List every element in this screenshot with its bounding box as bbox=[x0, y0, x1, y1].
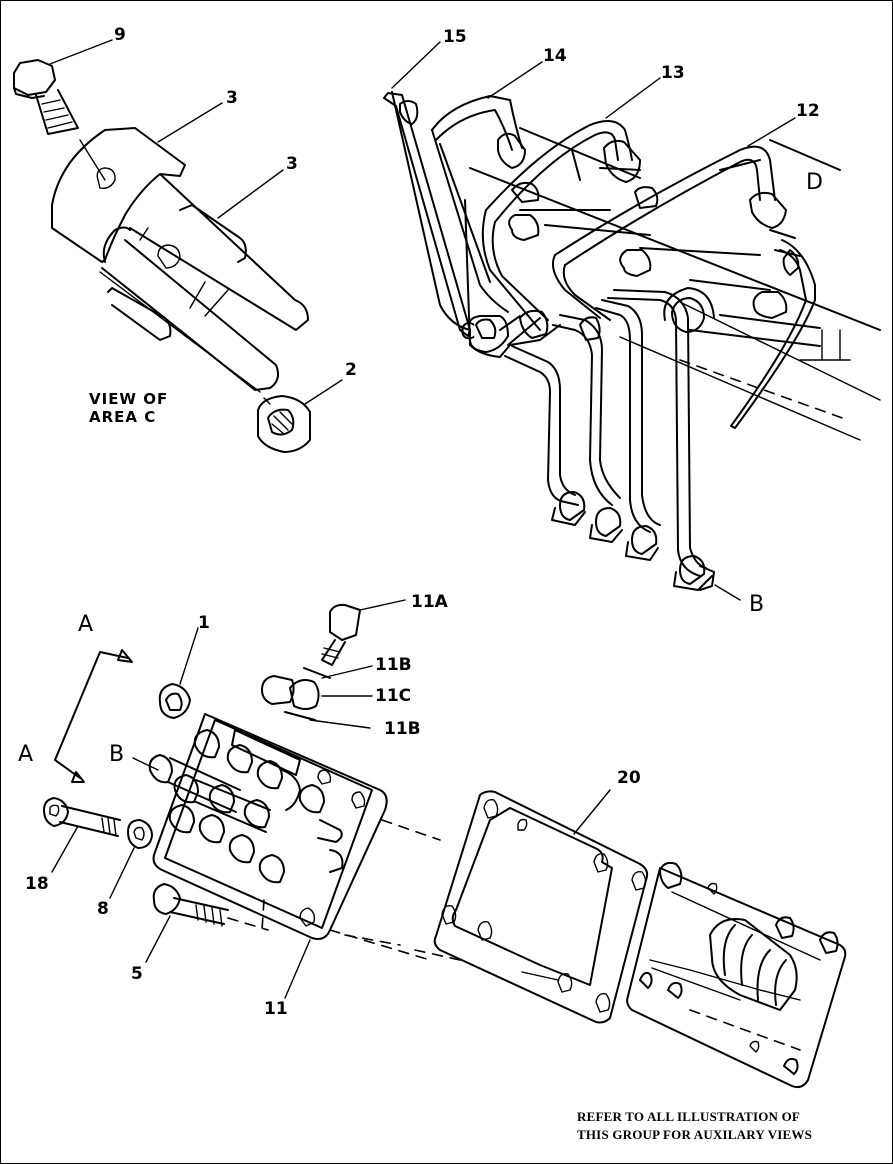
callout-13: 13 bbox=[661, 63, 685, 83]
callout-11B-upper: 11B bbox=[375, 655, 412, 675]
bolt-9-drawing bbox=[13, 59, 106, 181]
pump-cover-drawing bbox=[43, 599, 847, 1089]
caption-line-2: AREA C bbox=[89, 408, 157, 426]
section-arrow-A-left: A bbox=[18, 742, 34, 767]
leader-18 bbox=[51, 825, 79, 873]
callout-8: 8 bbox=[97, 899, 109, 919]
leader-5 bbox=[145, 915, 171, 963]
reference-note: REFER TO ALL ILLUSTRATION OF THIS GROUP … bbox=[577, 1108, 812, 1144]
leader-8 bbox=[109, 847, 135, 899]
leader-20 bbox=[573, 789, 611, 835]
callout-C: C bbox=[460, 320, 476, 345]
nut-2-drawing bbox=[257, 395, 311, 453]
callout-11: 11 bbox=[264, 999, 288, 1019]
callout-3-clamp-bottom: 3 bbox=[286, 154, 298, 174]
leader-11A bbox=[359, 599, 406, 611]
clamp-assembly-drawing bbox=[13, 39, 343, 453]
callout-12: 12 bbox=[796, 101, 820, 121]
note-line-2: THIS GROUP FOR AUXILARY VIEWS bbox=[577, 1127, 813, 1142]
callout-5: 5 bbox=[131, 964, 143, 984]
callout-11C: 11C bbox=[375, 686, 412, 706]
leader-11 bbox=[284, 939, 311, 999]
callout-11A: 11A bbox=[411, 592, 448, 612]
leader-12 bbox=[747, 117, 796, 147]
callout-11B-lower: 11B bbox=[384, 719, 421, 739]
callout-2: 2 bbox=[345, 360, 357, 380]
leader-15 bbox=[391, 41, 441, 89]
callout-15: 15 bbox=[443, 27, 467, 47]
leader-3a bbox=[157, 102, 223, 143]
callout-1: 1 bbox=[198, 613, 210, 633]
clamp-body-drawing bbox=[51, 127, 309, 393]
leader-14 bbox=[487, 61, 543, 99]
note-line-1: REFER TO ALL ILLUSTRATION OF bbox=[577, 1109, 801, 1124]
leader-11B-1 bbox=[321, 665, 373, 679]
leader-B-top bbox=[714, 584, 741, 601]
callout-D: D bbox=[806, 170, 823, 195]
callout-B-pump: B bbox=[109, 742, 125, 767]
leader-3b bbox=[217, 169, 284, 219]
callout-B-lines: B bbox=[749, 592, 765, 617]
callout-18: 18 bbox=[25, 874, 49, 894]
leader-11B-2 bbox=[309, 719, 371, 729]
callout-14: 14 bbox=[543, 46, 567, 66]
leader-1 bbox=[179, 627, 199, 685]
view-of-area-c-caption: VIEW OF AREA C bbox=[89, 390, 168, 426]
caption-line-1: VIEW OF bbox=[89, 390, 169, 408]
section-arrow-A-top: A bbox=[78, 612, 94, 637]
fuel-lines-drawing bbox=[383, 41, 881, 601]
callout-9: 9 bbox=[114, 25, 126, 45]
leader-2 bbox=[304, 379, 343, 405]
callout-20: 20 bbox=[617, 768, 641, 788]
leader-B-left bbox=[132, 757, 159, 771]
leader-13 bbox=[605, 77, 661, 119]
leader-9 bbox=[49, 39, 113, 65]
callout-3-clamp-top: 3 bbox=[226, 88, 238, 108]
